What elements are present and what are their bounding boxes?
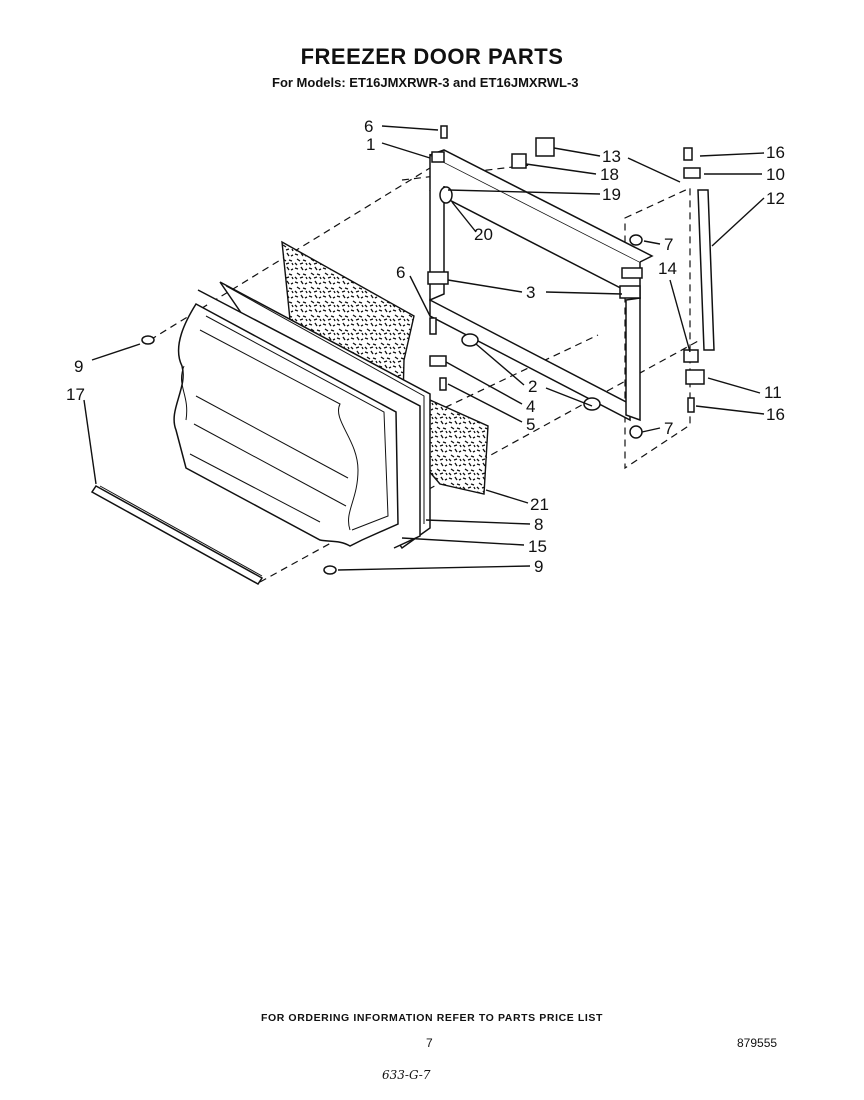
callout-9: 9 — [74, 357, 83, 376]
leader-lines — [83, 125, 765, 571]
callout-7: 7 — [664, 235, 673, 254]
callout-13: 13 — [602, 147, 621, 166]
callout-8: 8 — [534, 515, 543, 534]
page-number: 7 — [426, 1036, 433, 1050]
callout-labels: 6 1 13 16 18 10 19 12 20 7 6 14 3 9 17 2… — [66, 117, 785, 576]
callout-21: 21 — [530, 495, 549, 514]
model-subtitle: For Models: ET16JMXRWR-3 and ET16JMXRWL-… — [272, 75, 579, 90]
catalog-number: 879555 — [737, 1036, 778, 1050]
handwritten-note: 633-G-7 — [382, 1068, 431, 1082]
callout-18: 18 — [600, 165, 619, 184]
callout-7-lower: 7 — [664, 419, 673, 438]
callout-15: 15 — [528, 537, 547, 556]
door-handle — [697, 189, 715, 351]
callout-20: 20 — [474, 225, 493, 244]
callout-6: 6 — [364, 117, 373, 136]
callout-5: 5 — [526, 415, 535, 434]
bottom-trim-strip — [90, 485, 264, 585]
page-title: FREEZER DOOR PARTS — [300, 44, 564, 69]
callout-16-lower: 16 — [766, 405, 785, 424]
callout-4: 4 — [526, 397, 535, 416]
callout-19: 19 — [602, 185, 621, 204]
callout-10: 10 — [766, 165, 785, 184]
screws — [141, 335, 337, 575]
callout-3: 3 — [526, 283, 535, 302]
inner-door-liner — [173, 303, 399, 547]
callout-2: 2 — [528, 377, 537, 396]
exploded-parts-diagram: 6 1 13 16 18 10 19 12 20 7 6 14 3 9 17 2… — [66, 117, 785, 585]
ordering-note: FOR ORDERING INFORMATION REFER TO PARTS … — [260, 1012, 604, 1024]
door-liner-frame — [427, 149, 654, 422]
callout-16: 16 — [766, 143, 785, 162]
callout-14: 14 — [658, 259, 677, 278]
hardware-parts — [429, 125, 705, 439]
callout-17: 17 — [66, 385, 85, 404]
callout-1: 1 — [366, 135, 375, 154]
callout-11: 11 — [764, 383, 782, 402]
callout-6-lower: 6 — [396, 263, 405, 282]
callout-9-lower: 9 — [534, 557, 543, 576]
callout-12: 12 — [766, 189, 785, 208]
